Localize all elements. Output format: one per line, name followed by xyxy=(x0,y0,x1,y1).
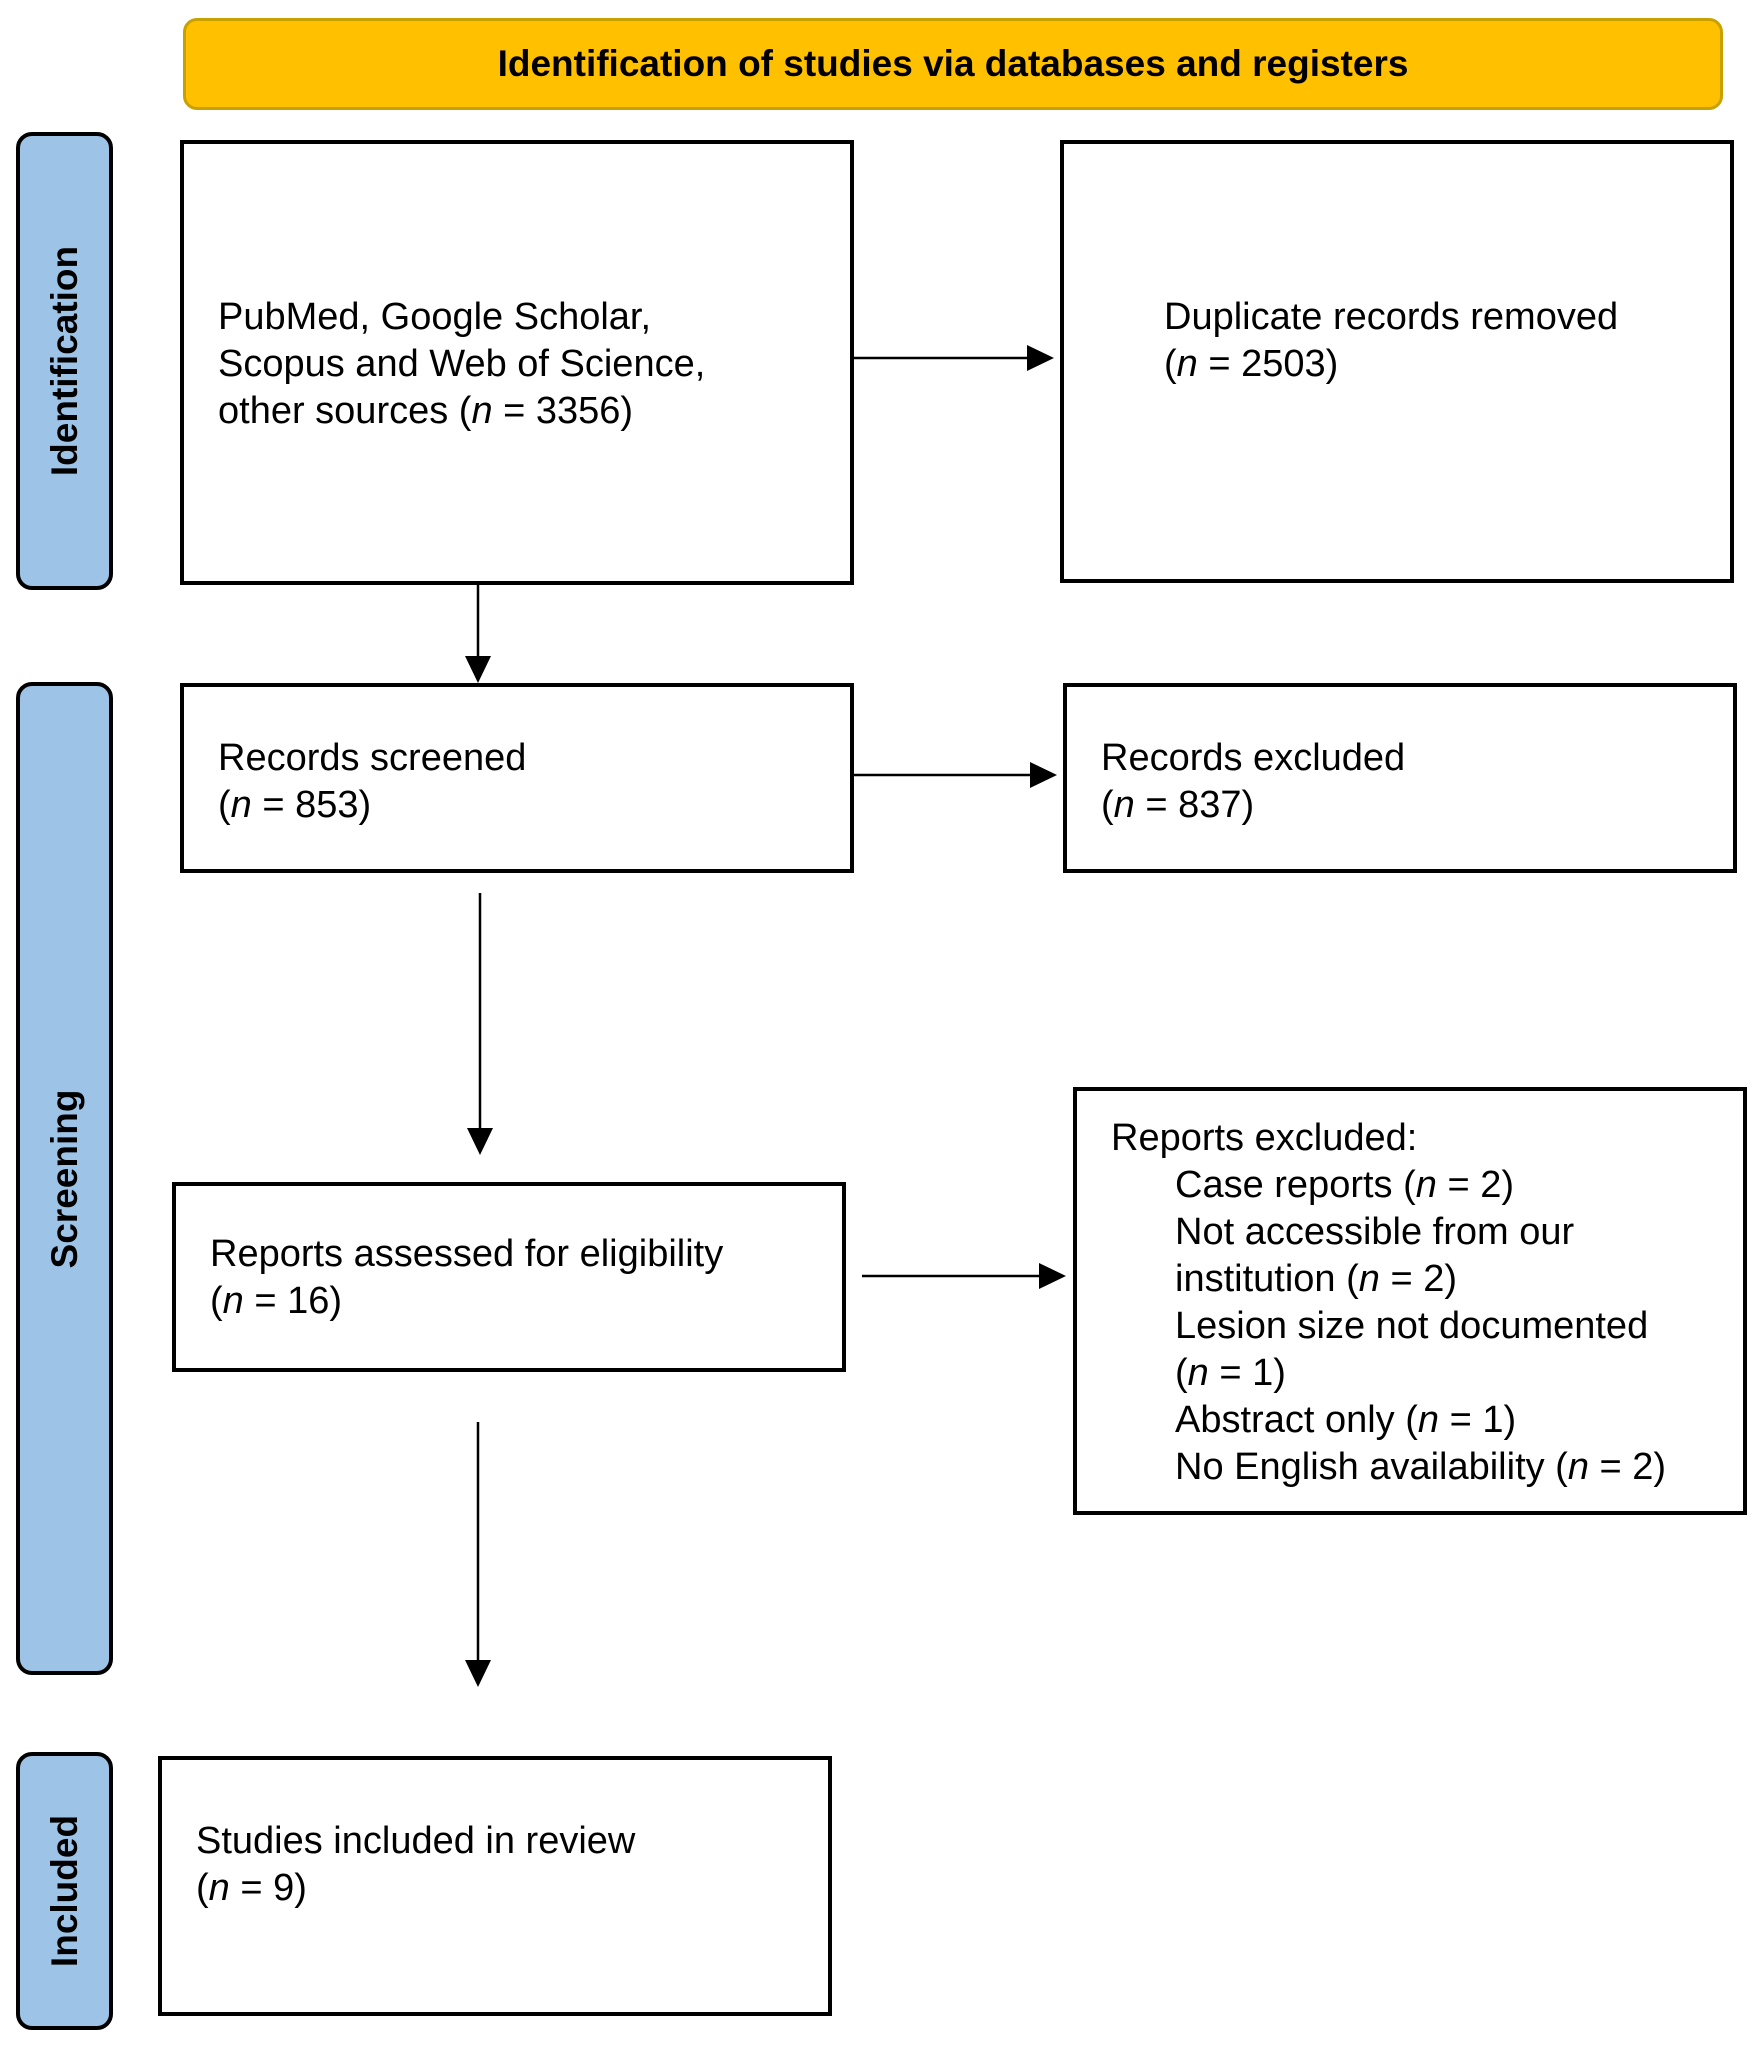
reports-excluded-heading: Reports excluded: xyxy=(1111,1117,1418,1159)
reason-abstract-only: Abstract only (n = 1) xyxy=(1175,1399,1517,1441)
reason-case-reports: Case reports (n = 2) xyxy=(1175,1164,1514,1206)
side-label-screening: Screening xyxy=(16,682,113,1675)
assessed-count: (n = 16) xyxy=(210,1280,343,1322)
arrowhead-duplicates xyxy=(1027,345,1054,371)
arrowhead-assessed xyxy=(467,1128,493,1155)
banner-title: Identification of studies via databases … xyxy=(497,43,1409,84)
included-box: Studies included in review (n = 9) xyxy=(158,1756,832,2016)
sources-line-2: Scopus and Web of Science, xyxy=(218,343,706,385)
reason-lesion-size-line-1: Lesion size not documented xyxy=(1175,1305,1649,1347)
arrowhead-records-excluded xyxy=(1030,762,1057,788)
sources-line-1: PubMed, Google Scholar, xyxy=(218,296,652,338)
assessed-label: Reports assessed for eligibility xyxy=(210,1233,724,1275)
duplicates-box: Duplicate records removed (n = 2503) xyxy=(1060,140,1734,583)
side-label-identification: Identification xyxy=(16,132,113,590)
records-excluded-count: (n = 837) xyxy=(1101,784,1255,826)
header-banner: Identification of studies via databases … xyxy=(183,18,1723,110)
reports-excluded-box: Reports excluded: Case reports (n = 2) N… xyxy=(1073,1087,1747,1515)
included-label: Studies included in review xyxy=(196,1820,636,1862)
records-excluded-label: Records excluded xyxy=(1101,737,1406,779)
screened-count: (n = 853) xyxy=(218,784,372,826)
screened-box: Records screened (n = 853) xyxy=(180,683,854,873)
reason-not-accessible-line-1: Not accessible from our xyxy=(1175,1211,1575,1253)
reason-lesion-size-line-2: (n = 1) xyxy=(1175,1352,1286,1394)
included-count: (n = 9) xyxy=(196,1867,307,1909)
sources-box: PubMed, Google Scholar, Scopus and Web o… xyxy=(180,140,854,585)
arrowhead-reports-excluded xyxy=(1039,1263,1066,1289)
records-excluded-box: Records excluded (n = 837) xyxy=(1063,683,1737,873)
duplicates-label: Duplicate records removed xyxy=(1164,296,1619,338)
duplicates-count: (n = 2503) xyxy=(1164,343,1339,385)
reason-not-accessible-line-2: institution (n = 2) xyxy=(1175,1258,1457,1300)
sources-line-3: other sources (n = 3356) xyxy=(218,390,634,432)
screened-label: Records screened xyxy=(218,737,527,779)
arrowhead-screened xyxy=(465,656,491,683)
arrowhead-included xyxy=(465,1660,491,1687)
reason-no-english: No English availability (n = 2) xyxy=(1175,1446,1667,1488)
side-label-included: Included xyxy=(16,1752,113,2030)
assessed-box: Reports assessed for eligibility (n = 16… xyxy=(172,1182,846,1372)
